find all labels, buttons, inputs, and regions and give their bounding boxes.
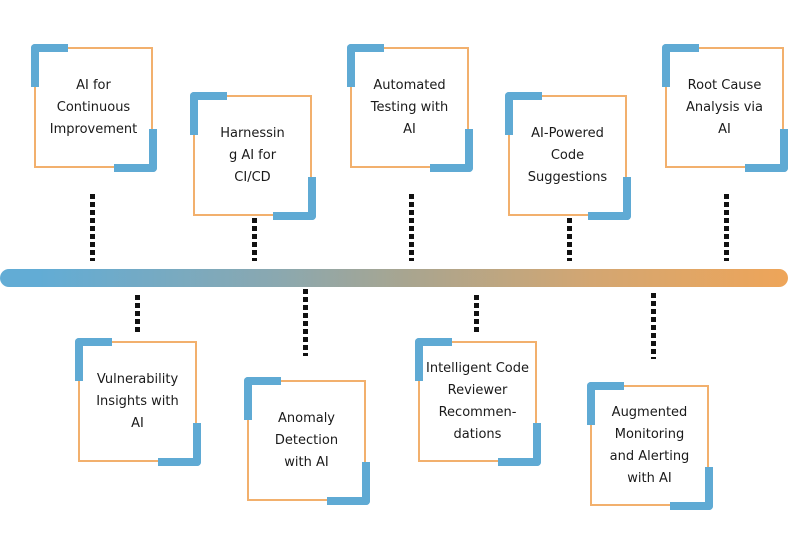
timeline-card-bottom-3: Intelligent Code Reviewer Recommen- dati… — [415, 338, 541, 466]
card-label: Augmented Monitoring and Alerting with A… — [609, 404, 690, 486]
card-label: Intelligent Code Reviewer Recommen- dati… — [426, 360, 530, 442]
timeline-card-top-4: AI-Powered Code Suggestions — [505, 92, 631, 220]
card-label: Automated Testing with AI — [370, 77, 449, 137]
corner-accent-top-left — [244, 377, 281, 420]
card-label: Anomaly Detection with AI — [274, 410, 339, 470]
card-label: AI-Powered Code Suggestions — [527, 125, 608, 185]
corner-accent-bottom-right — [430, 129, 473, 172]
timeline-card-top-2: Harnessin g AI for CI/CD — [190, 92, 316, 220]
corner-accent-top-left — [190, 92, 227, 135]
timeline-card-bottom-4: Augmented Monitoring and Alerting with A… — [587, 382, 713, 510]
connector-bottom-2 — [303, 289, 308, 356]
corner-accent-bottom-right — [670, 467, 713, 510]
timeline-card-top-1: AI for Continuous Improvement — [31, 44, 157, 172]
corner-accent-bottom-right — [273, 177, 316, 220]
timeline-card-bottom-2: Anomaly Detection with AI — [244, 377, 370, 505]
corner-accent-top-left — [31, 44, 68, 87]
card-label: Harnessin g AI for CI/CD — [220, 125, 285, 185]
connector-top-1 — [90, 194, 95, 261]
timeline-card-bottom-1: Vulnerability Insights with AI — [75, 338, 201, 466]
corner-accent-top-left — [662, 44, 699, 87]
corner-accent-top-left — [75, 338, 112, 381]
connector-top-4 — [567, 218, 572, 261]
card-label: Root Cause Analysis via AI — [686, 77, 763, 137]
timeline-card-top-3: Automated Testing with AI — [347, 44, 473, 172]
corner-accent-top-left — [415, 338, 452, 381]
corner-accent-bottom-right — [327, 462, 370, 505]
card-label: Vulnerability Insights with AI — [96, 371, 179, 431]
corner-accent-top-left — [587, 382, 624, 425]
timeline-bar — [0, 269, 788, 287]
connector-bottom-3 — [474, 295, 479, 335]
corner-accent-bottom-right — [745, 129, 788, 172]
connector-bottom-4 — [651, 293, 656, 359]
connector-top-2 — [252, 218, 257, 261]
connector-top-5 — [724, 194, 729, 261]
corner-accent-bottom-right — [588, 177, 631, 220]
corner-accent-top-left — [347, 44, 384, 87]
corner-accent-bottom-right — [498, 423, 541, 466]
connector-bottom-1 — [135, 295, 140, 335]
corner-accent-top-left — [505, 92, 542, 135]
connector-top-3 — [409, 194, 414, 261]
card-label: AI for Continuous Improvement — [49, 77, 138, 137]
corner-accent-bottom-right — [114, 129, 157, 172]
corner-accent-bottom-right — [158, 423, 201, 466]
timeline-card-top-5: Root Cause Analysis via AI — [662, 44, 788, 172]
